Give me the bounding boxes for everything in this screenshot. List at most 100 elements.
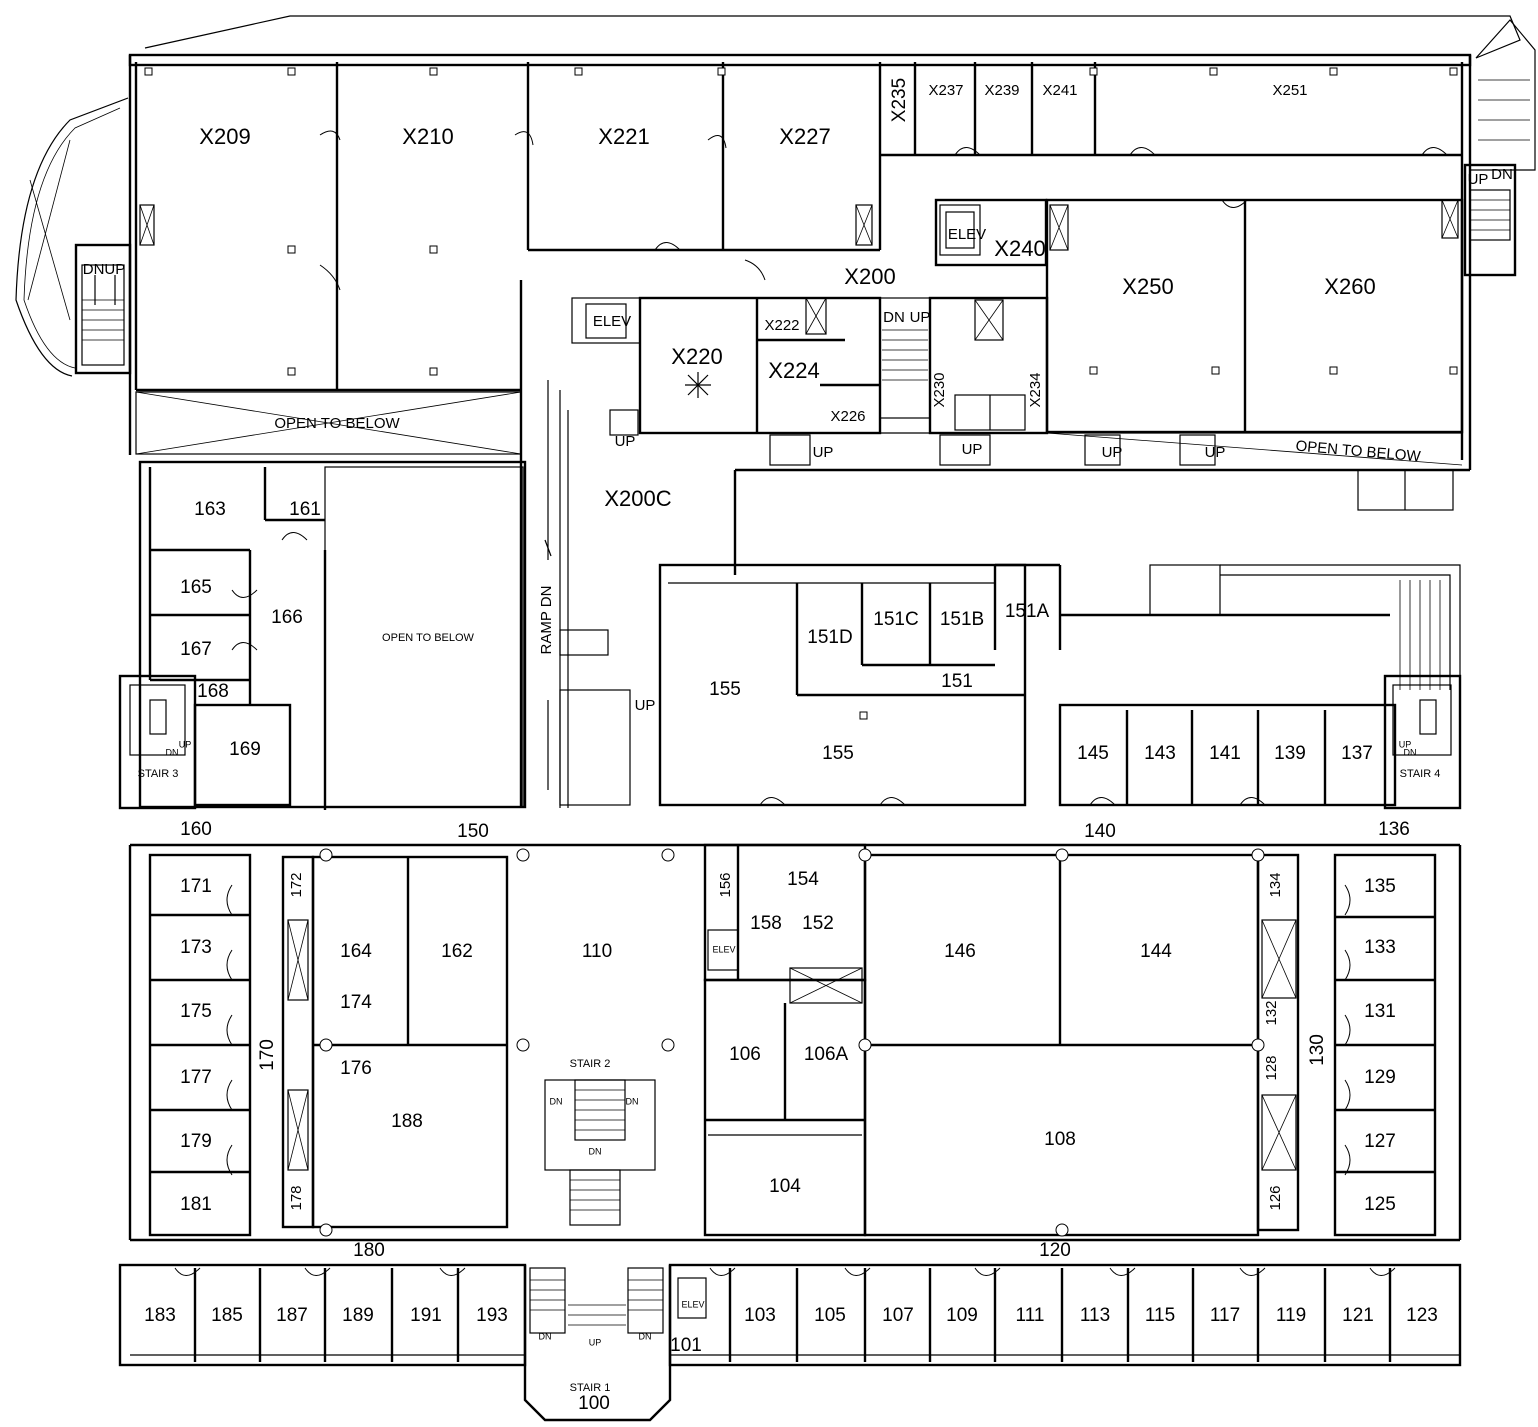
- room-170: 170: [257, 1039, 278, 1071]
- room-164: 164: [340, 941, 372, 962]
- dn-label: DN: [626, 1096, 639, 1106]
- dn-label: DN: [166, 747, 179, 757]
- room-163: 163: [194, 499, 226, 520]
- dn-label: DN: [639, 1331, 652, 1341]
- up-label: UP: [910, 309, 931, 326]
- ramp-dn-label: RAMP DN: [538, 586, 555, 655]
- room-126: 126: [1267, 1185, 1284, 1210]
- room-x220: X220: [671, 344, 722, 369]
- lower-floor-walls: [118, 460, 1462, 1422]
- room-179: 179: [180, 1131, 212, 1152]
- room-123: 123: [1406, 1305, 1438, 1326]
- room-115: 115: [1145, 1305, 1175, 1326]
- dn-label: DN: [1491, 166, 1513, 183]
- room-x226: X226: [830, 408, 865, 425]
- dn-label: DN: [1404, 747, 1417, 757]
- elevator-label: ELEV: [712, 944, 735, 954]
- room-109: 109: [946, 1305, 978, 1326]
- room-x250: X250: [1122, 274, 1173, 299]
- room-178: 178: [288, 1185, 305, 1210]
- room-x200c: X200C: [604, 486, 671, 511]
- room-193: 193: [476, 1305, 508, 1326]
- room-121: 121: [1342, 1305, 1374, 1326]
- room-x260: X260: [1324, 274, 1375, 299]
- room-104: 104: [769, 1176, 801, 1197]
- room-x209: X209: [199, 124, 250, 149]
- room-162: 162: [441, 941, 473, 962]
- room-137: 137: [1341, 743, 1373, 764]
- up-label: UP: [1468, 171, 1489, 188]
- room-x224: X224: [768, 358, 819, 383]
- room-144: 144: [1140, 941, 1172, 962]
- room-151: 151: [941, 671, 973, 692]
- room-187: 187: [276, 1305, 308, 1326]
- room-128: 128: [1263, 1055, 1280, 1080]
- room-151c: 151C: [873, 609, 918, 630]
- room-151b: 151B: [940, 609, 984, 630]
- stair-2-label: STAIR 2: [570, 1058, 611, 1070]
- room-183: 183: [144, 1305, 176, 1326]
- room-189: 189: [342, 1305, 374, 1326]
- room-111: 111: [1016, 1305, 1045, 1326]
- room-141: 141: [1209, 743, 1241, 764]
- room-166: 166: [271, 607, 303, 628]
- room-x237: X237: [928, 82, 963, 99]
- room-180: 180: [353, 1240, 385, 1261]
- up-label: UP: [1102, 444, 1123, 461]
- room-160: 160: [180, 819, 212, 840]
- elevator-label: ELEV: [948, 226, 986, 243]
- room-103: 103: [744, 1305, 776, 1326]
- up-label: UP: [615, 433, 636, 450]
- room-x222: X222: [764, 317, 799, 334]
- room-101: 101: [670, 1335, 702, 1356]
- room-131: 131: [1364, 1001, 1396, 1022]
- room-152: 152: [802, 913, 834, 934]
- room-174: 174: [340, 992, 372, 1013]
- room-110: 110: [582, 941, 612, 962]
- dn-label: DN: [883, 309, 905, 326]
- stair-3-label: STAIR 3: [138, 768, 179, 780]
- room-107: 107: [882, 1305, 914, 1326]
- room-158: 158: [750, 913, 782, 934]
- open-to-below-label: OPEN TO BELOW: [1295, 438, 1422, 466]
- room-161: 161: [289, 499, 321, 520]
- room-169: 169: [229, 739, 261, 760]
- room-145: 145: [1077, 743, 1109, 764]
- room-136: 136: [1378, 819, 1410, 840]
- room-155: 155: [709, 679, 741, 700]
- room-x235: X235: [889, 78, 910, 122]
- room-x241: X241: [1042, 82, 1077, 99]
- room-150: 150: [457, 821, 489, 842]
- room-151a: 151A: [1005, 601, 1050, 622]
- room-140: 140: [1084, 821, 1116, 842]
- room-x240: X240: [994, 236, 1045, 261]
- door-swings: [174, 130, 1448, 1276]
- room-127: 127: [1364, 1131, 1396, 1152]
- room-167: 167: [180, 639, 212, 660]
- room-146: 146: [944, 941, 976, 962]
- room-x210: X210: [402, 124, 453, 149]
- up-label: UP: [635, 697, 656, 714]
- room-119: 119: [1276, 1305, 1306, 1326]
- room-x200: X200: [844, 264, 895, 289]
- up-label: UP: [1399, 739, 1412, 749]
- up-label: UP: [179, 739, 192, 749]
- room-175: 175: [180, 1001, 212, 1022]
- structural-columns: [144, 67, 1458, 1237]
- room-156: 156: [717, 872, 734, 897]
- room-129: 129: [1364, 1067, 1396, 1088]
- dn-label: DN: [589, 1146, 602, 1156]
- stair-1-label: STAIR 1: [570, 1382, 611, 1394]
- room-113: 113: [1080, 1305, 1110, 1326]
- room-177: 177: [180, 1067, 212, 1088]
- room-168: 168: [197, 681, 229, 702]
- room-176: 176: [340, 1058, 372, 1079]
- stair-4-label: STAIR 4: [1400, 768, 1441, 780]
- elevator-label: ELEV: [681, 1299, 704, 1309]
- room-x227: X227: [779, 124, 830, 149]
- room-134: 134: [1267, 872, 1284, 897]
- room-155: 155: [822, 743, 854, 764]
- room-x234: X234: [1027, 372, 1044, 407]
- room-x230: X230: [931, 372, 948, 407]
